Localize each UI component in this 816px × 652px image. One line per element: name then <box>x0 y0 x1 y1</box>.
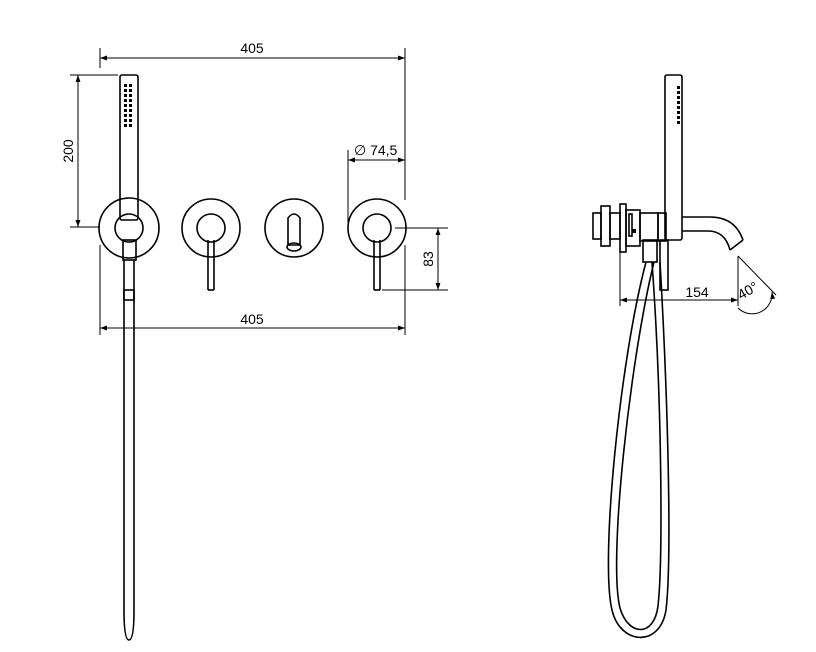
wall-mounting-body <box>592 203 667 253</box>
mixer-valve-4 <box>347 198 407 291</box>
hand-shower-side <box>642 74 683 263</box>
bottom-width-label: 405 <box>240 311 264 327</box>
spout-projection-label: 154 <box>685 284 709 300</box>
spout-projection-dimension: 154 <box>619 252 739 306</box>
handshower-height-label: 200 <box>60 139 76 163</box>
hand-shower <box>98 74 160 641</box>
spout-angle-dimension: 40° <box>735 255 777 315</box>
side-view: 154 40° <box>592 74 777 639</box>
spout-side <box>682 216 744 251</box>
spray-nozzles <box>124 84 132 127</box>
lever-drop-label: 83 <box>420 251 436 267</box>
top-width-dimension: 405 <box>99 40 406 200</box>
bath-spout <box>264 198 324 258</box>
handshower-height-dimension: 200 <box>60 74 118 228</box>
front-view: 405 200 <box>60 40 448 641</box>
diameter-label: ∅ 74,5 <box>354 142 398 158</box>
mixer-valve-2 <box>181 198 241 291</box>
diameter-dimension: ∅ 74,5 <box>347 142 405 225</box>
bottom-width-dimension: 405 <box>99 245 406 335</box>
lever-drop-dimension: 83 <box>382 227 448 291</box>
top-width-label: 405 <box>240 40 264 56</box>
shower-hose-side <box>607 239 670 639</box>
